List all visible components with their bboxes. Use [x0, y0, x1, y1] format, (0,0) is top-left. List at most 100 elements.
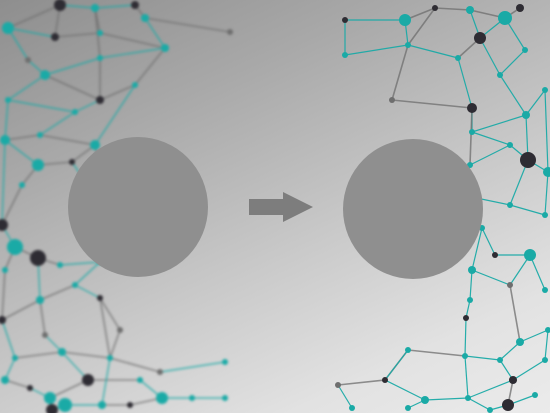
network-edge	[434, 7, 471, 11]
network-edge	[464, 355, 469, 399]
network-edge	[101, 357, 111, 406]
network-node	[131, 1, 139, 9]
network-edge	[469, 269, 473, 301]
network-edge	[134, 47, 166, 86]
network-edge	[1, 299, 41, 321]
network-node	[542, 357, 548, 363]
network-node	[543, 167, 550, 177]
network-node	[382, 377, 388, 383]
network-edge	[467, 379, 514, 399]
network-edge	[544, 89, 549, 173]
network-edge	[4, 379, 31, 389]
network-node	[389, 97, 395, 103]
left-circle-shape	[68, 137, 208, 277]
network-node	[97, 295, 103, 301]
network-edge	[4, 139, 39, 166]
network-node	[137, 377, 143, 383]
network-node	[474, 32, 486, 44]
network-edge	[509, 204, 546, 216]
network-node	[524, 249, 536, 261]
network-edge	[479, 37, 501, 76]
network-edge	[99, 297, 111, 359]
network-node	[117, 327, 123, 333]
network-edge	[7, 27, 29, 61]
network-edge	[4, 134, 41, 141]
network-node	[32, 159, 44, 171]
network-node	[0, 316, 6, 324]
network-node	[522, 47, 528, 53]
network-edge	[391, 99, 473, 109]
network-node	[399, 14, 411, 26]
network-node	[189, 395, 195, 401]
network-edge	[464, 355, 501, 361]
network-edge	[74, 261, 101, 286]
network-node	[542, 87, 548, 93]
network-node	[2, 22, 14, 34]
network-node	[157, 369, 163, 375]
network-node	[222, 395, 228, 401]
network-node	[0, 135, 10, 145]
network-edge	[39, 299, 46, 336]
network-edge	[471, 227, 483, 271]
network-edge	[61, 351, 89, 381]
network-node	[7, 239, 23, 255]
network-node	[72, 109, 78, 115]
network-node	[2, 267, 8, 273]
network-node	[90, 140, 100, 150]
network-node	[468, 266, 476, 274]
right-circle-shape	[343, 139, 483, 279]
network-node	[421, 396, 429, 404]
network-node	[97, 55, 103, 61]
network-node	[46, 404, 58, 413]
network-node	[37, 132, 43, 138]
network-node	[161, 44, 169, 52]
network-edge	[7, 4, 61, 29]
network-node	[127, 402, 133, 408]
network-node	[36, 296, 44, 304]
network-edge	[407, 44, 459, 59]
network-edge	[44, 334, 63, 353]
network-node	[82, 374, 94, 386]
network-node	[467, 103, 477, 113]
network-node	[542, 287, 548, 293]
network-edge	[109, 357, 161, 373]
network-node	[227, 29, 233, 35]
network-edge	[457, 57, 473, 109]
network-node	[492, 252, 498, 258]
network-edge	[14, 351, 63, 359]
network-edge	[144, 17, 166, 49]
network-edge	[407, 349, 466, 357]
network-node	[545, 327, 550, 333]
network-edge	[109, 329, 121, 359]
network-node	[335, 382, 341, 388]
network-node	[5, 97, 11, 103]
network-node	[44, 392, 56, 404]
network-node	[502, 399, 514, 411]
network-edge	[337, 379, 386, 386]
network-node	[25, 57, 31, 63]
network-edge	[465, 299, 471, 319]
network-node	[342, 52, 348, 58]
network-edge	[1, 139, 6, 226]
network-edge	[529, 254, 546, 291]
network-node	[520, 152, 536, 168]
network-node	[463, 315, 469, 321]
network-node	[487, 407, 493, 413]
right-network-graph	[335, 4, 550, 413]
network-edge	[1, 184, 23, 226]
network-edge	[54, 32, 101, 38]
network-edge	[481, 227, 496, 256]
network-edge	[74, 99, 101, 113]
network-node	[40, 70, 50, 80]
network-edge	[471, 114, 527, 133]
network-node	[497, 72, 503, 78]
network-edge	[464, 317, 467, 357]
network-edge	[4, 357, 16, 381]
network-edge	[544, 329, 549, 361]
network-node	[405, 347, 411, 353]
network-node	[466, 6, 474, 14]
network-node	[58, 398, 72, 412]
network-edge	[39, 134, 96, 146]
network-edge	[1, 269, 6, 321]
